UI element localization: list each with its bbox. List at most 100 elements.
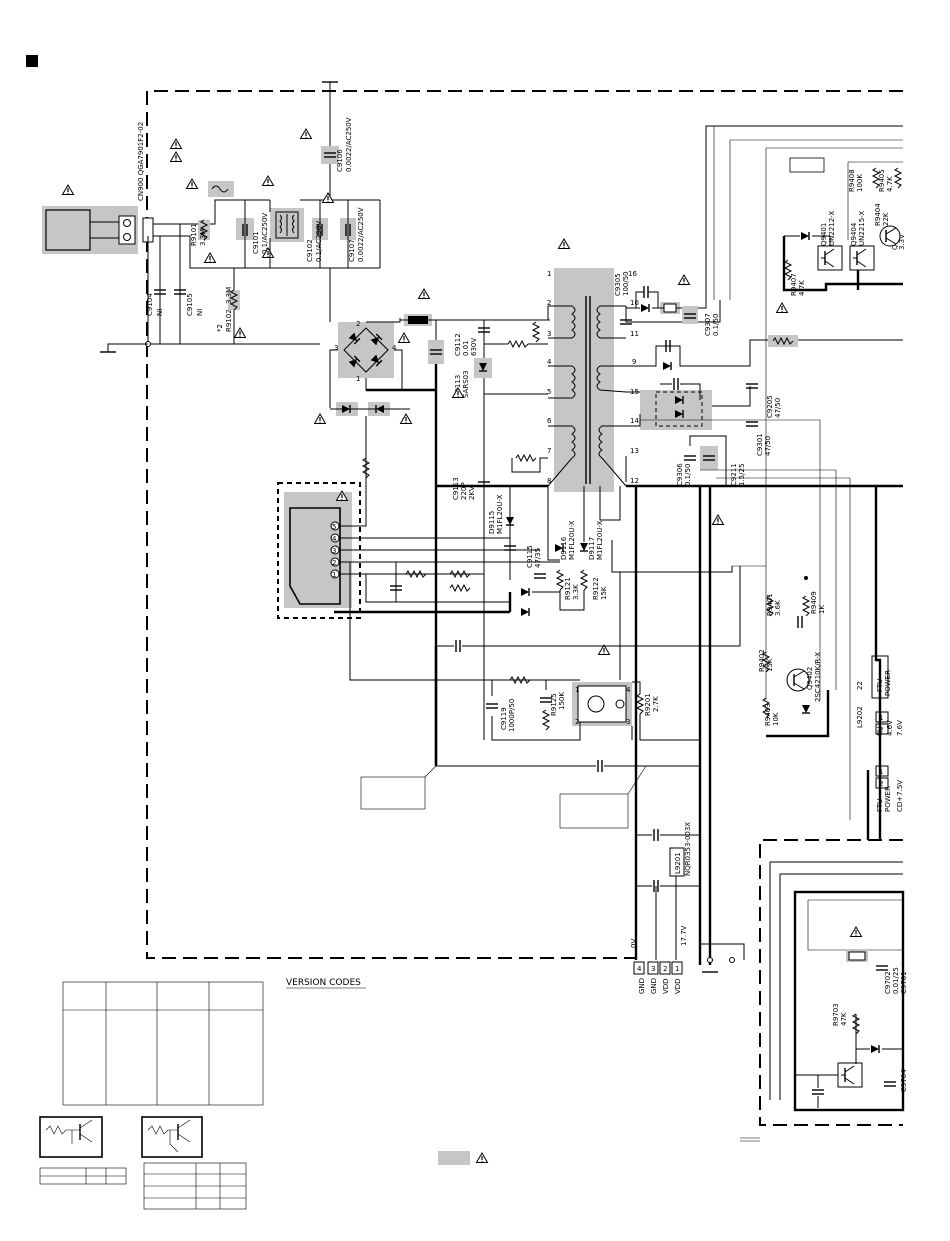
control-connector-frame bbox=[277, 482, 361, 619]
r9404-value: 22K bbox=[882, 212, 890, 226]
xfmr-pin-12: 12 bbox=[630, 477, 639, 485]
warning-triangle-icon bbox=[313, 413, 327, 425]
r9122-label: R9122 bbox=[592, 577, 600, 600]
r9121-value: 3.3K bbox=[572, 584, 580, 600]
warning-triangle-icon bbox=[321, 192, 335, 204]
r9102-label: R9102 bbox=[225, 309, 233, 332]
xfmr-pin-1: 1 bbox=[547, 270, 551, 278]
r9125-resistor bbox=[542, 709, 550, 731]
out-pin-1: 1 bbox=[675, 965, 679, 973]
r9407-label: R9407 bbox=[790, 273, 798, 296]
warning-triangle-icon bbox=[233, 327, 247, 339]
d9117-label: D9117 bbox=[588, 537, 596, 560]
d9116-label: D9116 bbox=[560, 536, 568, 560]
warning-triangle-icon bbox=[399, 413, 413, 425]
c9113-label: C9113 bbox=[452, 477, 460, 500]
r9102-value: 3.3M bbox=[225, 287, 233, 304]
c9702-label: C9702 bbox=[884, 971, 892, 994]
c9702-value: 0.01/25 bbox=[892, 967, 900, 994]
r9405-resistor bbox=[894, 167, 902, 189]
transistor-symbol-icon bbox=[141, 1116, 203, 1158]
c9704-label: C9704 bbox=[900, 1069, 908, 1092]
callout-box bbox=[559, 793, 629, 829]
power2-label: POWER bbox=[884, 786, 892, 812]
d9113-value: SARS03 bbox=[462, 370, 470, 398]
wire bbox=[107, 343, 148, 352]
xfmr-pin-4: 4 bbox=[547, 358, 552, 366]
c9113-value2: 2KV bbox=[468, 486, 476, 500]
c9115-value: 47/35 bbox=[534, 548, 542, 568]
l9201-value: NQR0353-003X bbox=[684, 822, 692, 876]
c9104-label: C9104 bbox=[146, 293, 154, 316]
c9301-value: 47/50 bbox=[764, 436, 772, 456]
gnd2-label: GND bbox=[650, 978, 658, 994]
bridge-pin-3: 3 bbox=[334, 344, 338, 352]
bridge-pin-2: 2 bbox=[356, 320, 360, 328]
c9205-value: 47/50 bbox=[774, 398, 782, 418]
ftu2-pin-1: 1 bbox=[879, 768, 883, 776]
d9115-label: D9115 bbox=[488, 511, 496, 534]
resistor bbox=[532, 321, 540, 343]
q9402-label: Q9402 bbox=[806, 667, 814, 690]
r9201-resistor bbox=[636, 693, 644, 715]
ftu-pin-2: 2 bbox=[879, 726, 883, 734]
cn-pin-3: 3 bbox=[332, 547, 336, 555]
ftu2-pin-2: 2 bbox=[879, 780, 883, 788]
r9102-note: *2 bbox=[216, 324, 224, 332]
c9305-value: 100/50 bbox=[622, 271, 630, 296]
warning-triangle-icon bbox=[203, 252, 217, 264]
section-marker bbox=[26, 55, 38, 67]
q9402-transistor bbox=[786, 668, 810, 692]
diode bbox=[640, 303, 650, 313]
capacitor bbox=[653, 828, 659, 842]
warning-triangle-icon bbox=[61, 184, 75, 196]
xfmr-pin-11: 11 bbox=[630, 330, 639, 338]
r9405-label: R9405 bbox=[878, 169, 886, 192]
diode bbox=[520, 607, 530, 617]
resistor bbox=[515, 454, 537, 462]
opto-pin-4: 4 bbox=[626, 686, 631, 694]
out-0v-label: 0V bbox=[630, 939, 638, 948]
r9121-label: R9121 bbox=[564, 577, 572, 600]
xfmr-pin-7: 7 bbox=[547, 447, 551, 455]
xfmr-pin-8: 8 bbox=[547, 477, 551, 485]
opto-pin-3: 3 bbox=[626, 718, 630, 726]
small-table bbox=[143, 1162, 247, 1210]
r9201-value: 2.7K bbox=[652, 696, 660, 712]
l9202-value: 22 bbox=[856, 681, 864, 690]
transistor-symbol-icon bbox=[39, 1116, 103, 1158]
c9301-label: C9301 bbox=[756, 433, 764, 456]
version-codes-heading: VERSION CODES bbox=[286, 978, 361, 988]
q9404-label: Q9404 bbox=[850, 222, 858, 246]
c9102-value: 0.1/AC250V bbox=[315, 221, 323, 262]
c9107-value: 0.0022/AC250V bbox=[357, 207, 365, 262]
l9201-label: L9201 bbox=[674, 852, 682, 874]
xfmr-pin-9: 9 bbox=[632, 358, 636, 366]
c9119-cap bbox=[485, 703, 499, 709]
power-transformer bbox=[554, 268, 614, 492]
test-point-box bbox=[789, 157, 825, 173]
ftu-pin-1: 1 bbox=[879, 714, 883, 722]
r9401-value: 3.6K bbox=[774, 600, 782, 616]
c9113-value1: 220P bbox=[460, 482, 468, 500]
out-pin-3: 3 bbox=[651, 965, 655, 973]
c9105-value: NI bbox=[196, 309, 204, 316]
r9201-label: R9201 bbox=[644, 693, 652, 716]
c9307-label: C9307 bbox=[704, 313, 712, 336]
c9106-label: C9106 bbox=[336, 149, 344, 172]
d9113-label: D9113 bbox=[454, 375, 462, 398]
warning-triangle-icon bbox=[299, 128, 313, 140]
capacitor bbox=[811, 1089, 825, 1095]
capacitor bbox=[673, 377, 679, 391]
c9704-cap bbox=[883, 1081, 897, 1087]
d9117-diode bbox=[579, 542, 589, 552]
c9702-cap bbox=[875, 965, 889, 971]
c9306-label: C9306 bbox=[676, 463, 684, 486]
xfmr-pin-6: 6 bbox=[547, 417, 552, 425]
cn-pin-5: 5 bbox=[332, 523, 336, 531]
out-pin-4: 4 bbox=[637, 965, 642, 973]
warning-triangle-icon bbox=[169, 151, 183, 163]
c9112-value2: 630V bbox=[470, 338, 478, 356]
q9404-value: UN2215-X bbox=[858, 211, 866, 246]
